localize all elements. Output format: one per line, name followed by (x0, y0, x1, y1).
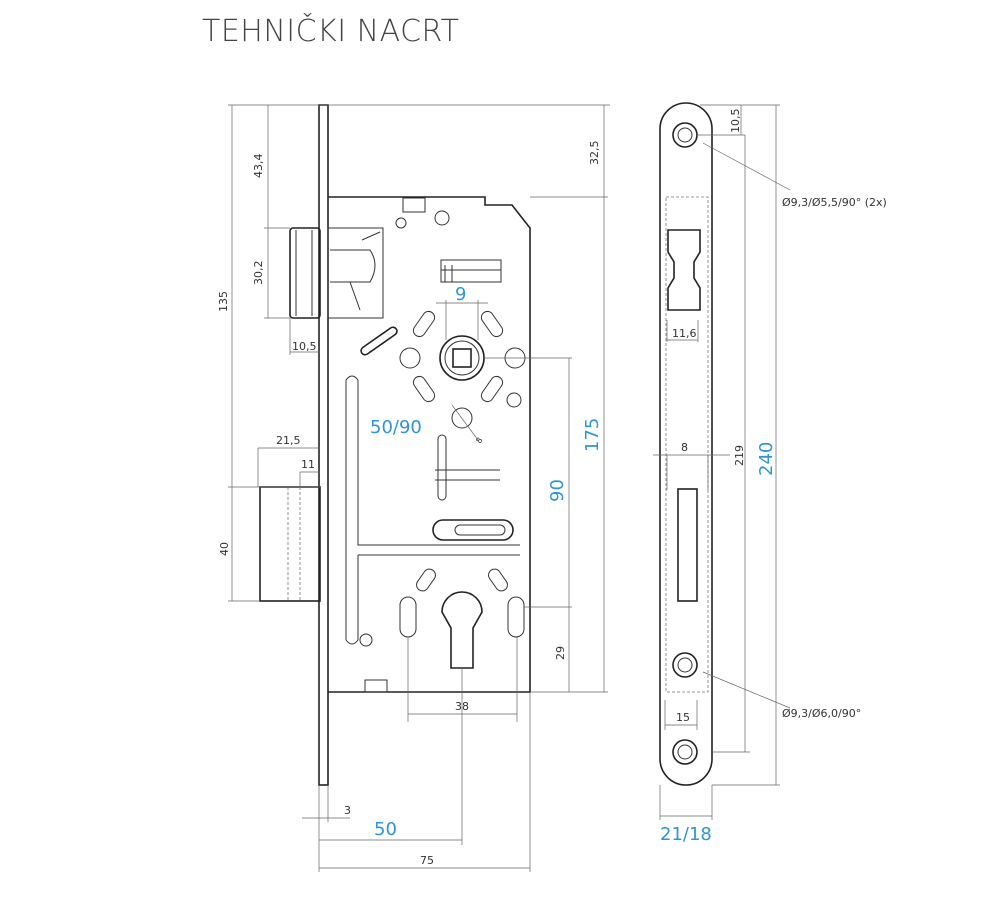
dim-10-5: 10,5 (292, 340, 317, 353)
screw-hole-bottom (672, 739, 698, 765)
dim-40: 40 (218, 542, 231, 556)
lock-body-drawing (259, 104, 531, 786)
dim-9: 9 (455, 284, 466, 305)
dim-32-5: 32,5 (588, 141, 601, 166)
dim-29: 29 (554, 646, 567, 660)
dim-10-5-plate: 10,5 (729, 109, 742, 134)
spindle-hub (439, 335, 485, 381)
dim-3: 3 (344, 804, 351, 817)
dim-175: 175 (582, 418, 603, 452)
latch-opening (667, 229, 701, 311)
screw-hole-middle (672, 652, 698, 678)
latch (289, 227, 321, 319)
dim-240: 240 (756, 442, 777, 476)
screw-hole-top (672, 122, 698, 148)
dim-38: 38 (455, 700, 469, 713)
faceplate-dimension-lines (653, 104, 791, 820)
dim-30-2: 30,2 (252, 261, 265, 286)
dim-21-5: 21,5 (276, 434, 301, 447)
faceplate-dimension-labels: 10,5 Ø9,3/Ø5,5/90° (2x) 11,6 8 219 240 1… (660, 109, 887, 846)
bolt-opening (677, 488, 698, 602)
spindle-square (452, 348, 472, 368)
dim-135: 135 (217, 291, 230, 312)
cylinder-hole (441, 591, 483, 669)
dim-11-6: 11,6 (672, 327, 697, 340)
dim-219: 219 (733, 445, 746, 466)
lock-dimension-labels: 43,4 30,2 135 10,5 32,5 9 50/90 175 90 2… (217, 141, 603, 868)
deadbolt (259, 486, 321, 602)
dim-75: 75 (420, 854, 434, 867)
dim-8: 8 (681, 441, 688, 454)
middle-hole-spec: Ø9,3/Ø6,0/90° (782, 707, 861, 720)
dim-21-18: 21/18 (660, 824, 712, 845)
dim-11: 11 (301, 458, 315, 471)
dim-50-90: 50/90 (370, 417, 422, 438)
page-title: TEHNIČKI NACRT (202, 14, 460, 49)
dim-90: 90 (547, 479, 568, 502)
lock-dimension-lines (228, 104, 610, 872)
dim-8-hole: 8 (474, 436, 484, 445)
faceplate (659, 102, 713, 786)
faceplate-drawing (659, 102, 713, 786)
dim-43-4: 43,4 (252, 154, 265, 179)
dim-15: 15 (676, 711, 690, 724)
top-hole-spec: Ø9,3/Ø5,5/90° (2x) (782, 196, 887, 209)
dim-50: 50 (374, 819, 397, 840)
faceplate-edge (318, 104, 329, 786)
